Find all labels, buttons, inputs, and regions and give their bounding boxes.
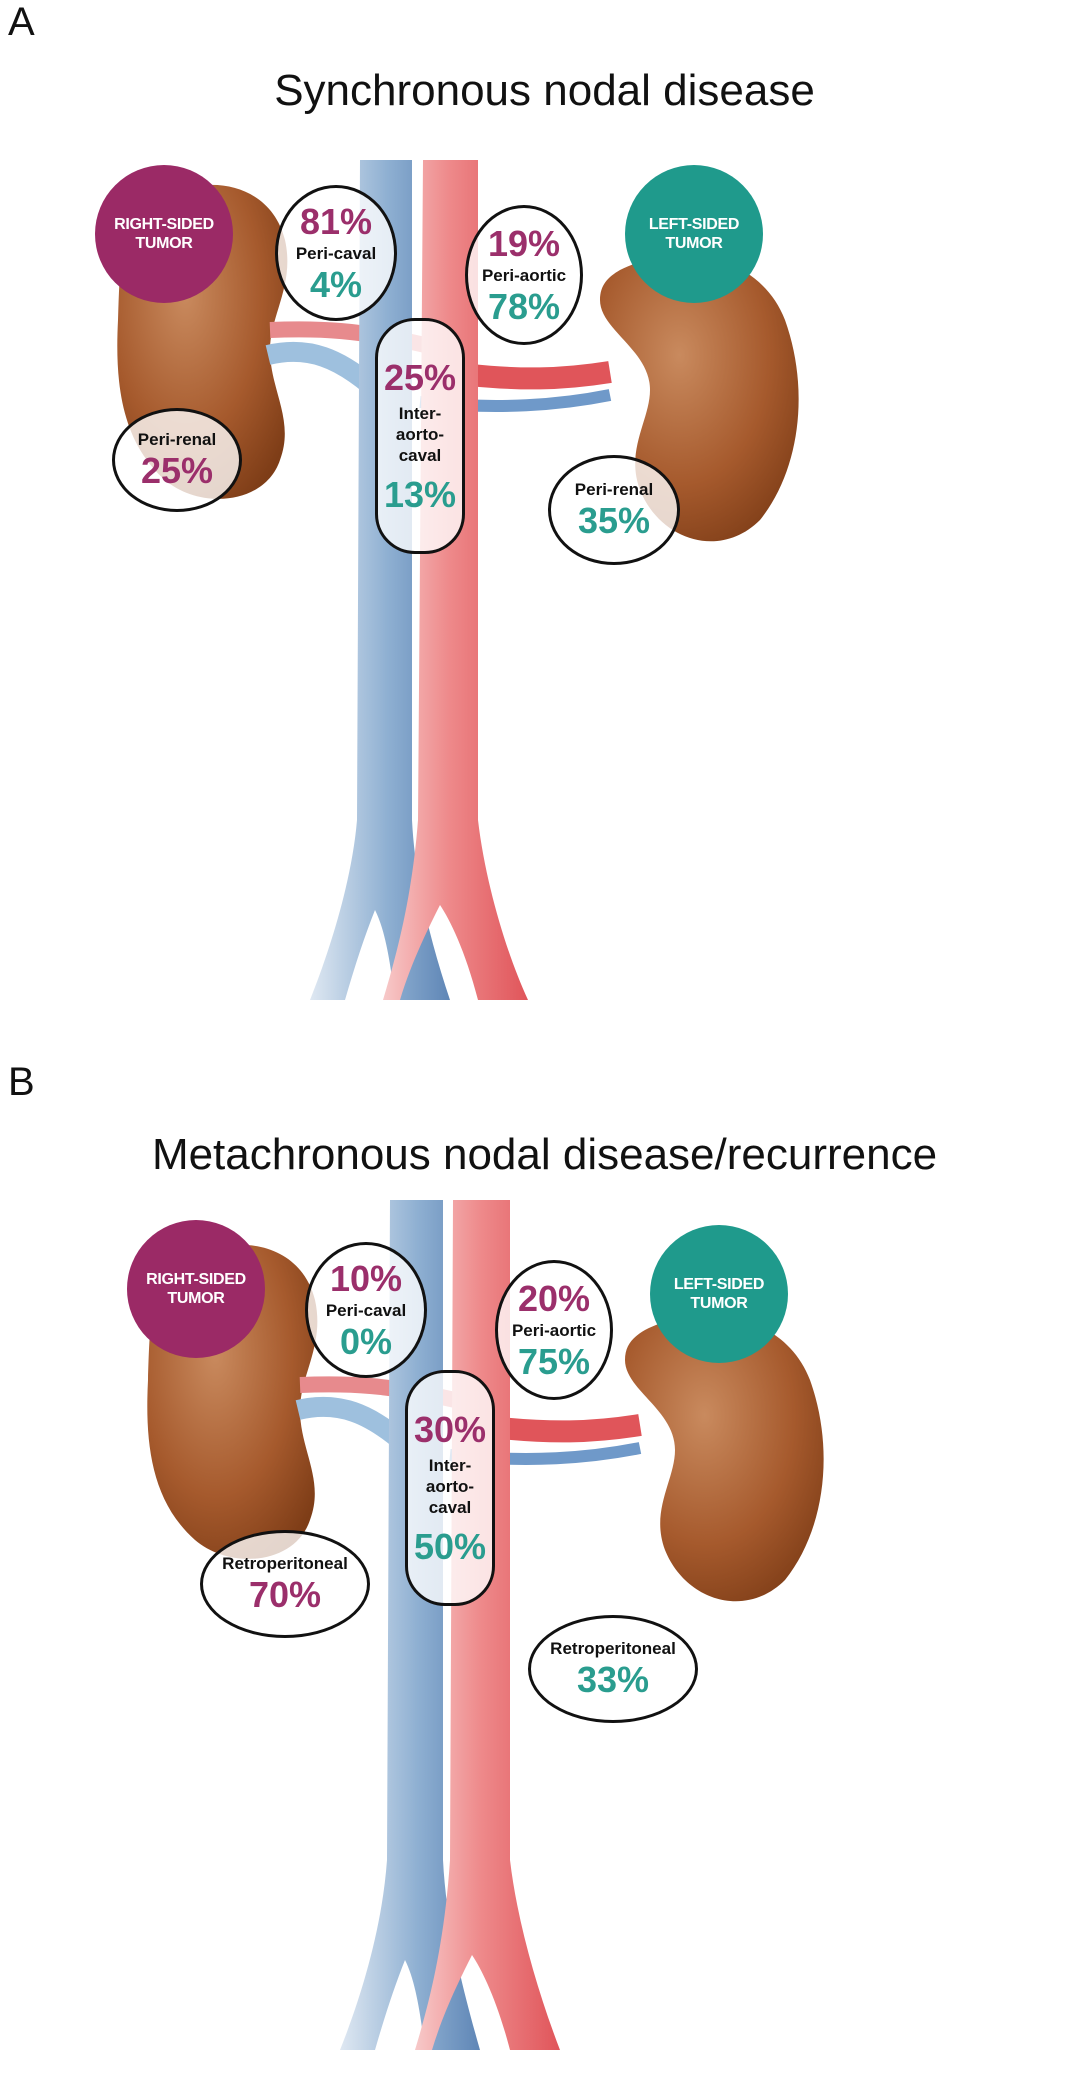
interaortocaval-left-percent: 50%: [413, 1525, 487, 1567]
perirenal-right-label: Peri-renal: [137, 429, 217, 449]
left-sided-tumor-badge: LEFT-SIDED TUMOR: [625, 165, 763, 303]
panel-letter-a: A: [8, 0, 35, 44]
interaortocaval-label: Inter- aorto- caval: [395, 403, 445, 465]
periaortic-left-percent: 78%: [487, 285, 561, 327]
pericaval-label: Peri-caval: [325, 1300, 407, 1320]
interaortocaval-node-a: 25% Inter- aorto- caval 13%: [375, 318, 465, 554]
anatomy-illustration-b: [147, 1200, 824, 2050]
aorta: [383, 160, 528, 1000]
interaortocaval-left-percent: 13%: [383, 473, 457, 515]
left-tumor-label: LEFT-SIDED TUMOR: [648, 216, 740, 252]
perirenal-left-percent: 35%: [577, 499, 651, 541]
left-kidney: [625, 1315, 824, 1602]
periaortic-label: Peri-aortic: [511, 1320, 597, 1340]
right-renal-vein: [265, 341, 377, 393]
left-renal-artery: [468, 361, 612, 390]
perirenal-left-label: Peri-renal: [574, 479, 654, 499]
anatomy-illustration-a: [117, 160, 799, 1000]
right-sided-tumor-badge: RIGHT-SIDED TUMOR: [127, 1220, 265, 1358]
pericaval-left-percent: 0%: [339, 1320, 393, 1362]
right-renal-vein: [295, 1396, 407, 1448]
periaortic-label: Peri-aortic: [481, 265, 567, 285]
periaortic-left-percent: 75%: [517, 1340, 591, 1382]
left-renal-artery: [498, 1414, 642, 1443]
right-tumor-label: RIGHT-SIDED TUMOR: [146, 1271, 246, 1307]
vena-cava: [310, 160, 450, 1000]
aorta: [415, 1200, 560, 2050]
interaortocaval-node-b: 30% Inter- aorto- caval 50%: [405, 1370, 495, 1606]
panel-title-b: Metachronous nodal disease/recurrence: [151, 1130, 938, 1179]
panel-letter-b: B: [8, 1060, 35, 1104]
vena-cava: [340, 1200, 480, 2050]
perirenal-left-node-a: Peri-renal 35%: [548, 455, 680, 565]
interaortocaval-label: Inter- aorto- caval: [425, 1455, 475, 1517]
right-sided-tumor-badge: RIGHT-SIDED TUMOR: [95, 165, 233, 303]
panel-b: B Metachronous nodal disease/recurrence …: [0, 1050, 1089, 2100]
right-tumor-label: RIGHT-SIDED TUMOR: [114, 216, 214, 252]
pericaval-left-percent: 4%: [309, 263, 363, 305]
perirenal-right-node-a: Peri-renal 25%: [112, 408, 242, 512]
periaortic-right-percent: 19%: [487, 222, 561, 264]
retroperitoneal-right-node-b: Retroperitoneal 70%: [200, 1530, 370, 1638]
periaortic-node-a: 19% Peri-aortic 78%: [465, 205, 583, 345]
retroperitoneal-left-label: Retroperitoneal: [550, 1638, 676, 1658]
left-tumor-label: LEFT-SIDED TUMOR: [673, 1276, 765, 1312]
pericaval-node-a: 81% Peri-caval 4%: [275, 185, 397, 321]
periaortic-node-b: 20% Peri-aortic 75%: [495, 1260, 613, 1400]
retroperitoneal-right-percent: 70%: [248, 1573, 322, 1615]
panel-a: A Synchronous nodal disease RIGHT-SIDED …: [8, 0, 815, 1000]
pericaval-right-percent: 10%: [329, 1257, 403, 1299]
pericaval-right-percent: 81%: [299, 200, 373, 242]
retroperitoneal-right-label: Retroperitoneal: [222, 1553, 348, 1573]
retroperitoneal-left-node-b: Retroperitoneal 33%: [528, 1615, 698, 1723]
left-sided-tumor-badge: LEFT-SIDED TUMOR: [650, 1225, 788, 1363]
panel-title-a: Synchronous nodal disease: [274, 66, 815, 115]
periaortic-right-percent: 20%: [517, 1277, 591, 1319]
pericaval-label: Peri-caval: [295, 243, 377, 263]
pericaval-node-b: 10% Peri-caval 0%: [305, 1242, 427, 1378]
interaortocaval-right-percent: 25%: [383, 356, 457, 398]
retroperitoneal-left-percent: 33%: [576, 1658, 650, 1700]
interaortocaval-right-percent: 30%: [413, 1408, 487, 1450]
perirenal-right-percent: 25%: [140, 449, 214, 491]
